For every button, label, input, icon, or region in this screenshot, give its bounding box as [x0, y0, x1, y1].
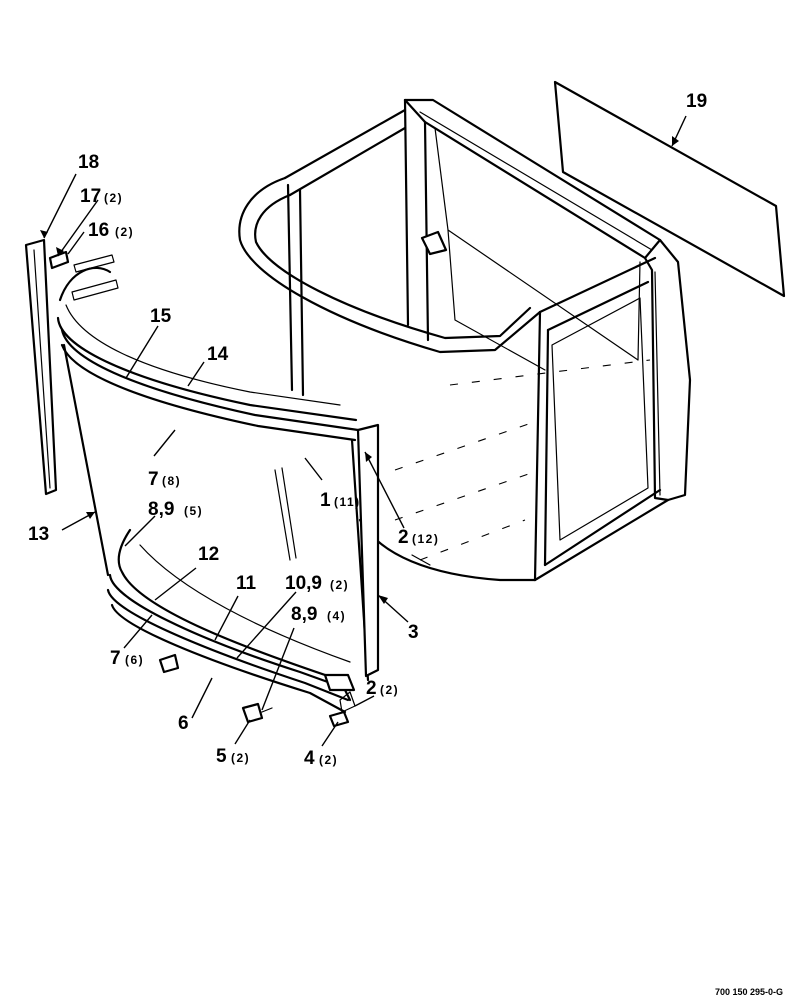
callout-11: 11	[236, 573, 257, 594]
callout-2-upper: 2(12)	[398, 527, 439, 548]
svg-text:8,9: 8,9	[291, 604, 317, 625]
part-3-vertical-trim	[356, 423, 380, 678]
callout-1: 1(11)	[320, 490, 361, 511]
part-4-5-latches	[241, 702, 350, 728]
svg-text:4: 4	[304, 748, 315, 769]
part-14-15-top-rail	[56, 266, 360, 442]
svg-text:(2): (2)	[319, 753, 338, 767]
svg-text:(2): (2)	[380, 683, 399, 697]
callout-8-9-upper: 8,9 (5)	[148, 499, 203, 520]
part-6-11-12-lower-rail	[106, 528, 356, 714]
svg-text:7: 7	[148, 469, 159, 490]
svg-text:5: 5	[216, 746, 227, 767]
svg-text:18: 18	[78, 152, 99, 173]
callout-19: 19	[686, 91, 707, 112]
part-16-17-clips	[48, 250, 119, 301]
svg-text:(2): (2)	[115, 225, 134, 239]
callout-3: 3	[408, 622, 419, 643]
callout-7-upper: 7(8)	[148, 469, 181, 490]
callout-10-9: 10,9 (2)	[285, 573, 349, 594]
callout-17: 17(2)	[80, 186, 123, 207]
svg-text:14: 14	[207, 344, 229, 365]
svg-text:15: 15	[150, 306, 172, 327]
svg-text:19: 19	[686, 91, 707, 112]
svg-text:(6): (6)	[125, 653, 144, 667]
svg-text:17: 17	[80, 186, 101, 207]
callout-7-lower: 7 (6)	[110, 648, 144, 669]
callout-14: 14	[207, 344, 229, 365]
callout-13: 13	[28, 524, 49, 545]
callout-2-lower: 2(2)	[366, 678, 399, 699]
svg-text:(11): (11)	[334, 495, 361, 509]
svg-text:13: 13	[28, 524, 49, 545]
part-18-trim-strip	[24, 238, 58, 496]
svg-text:(5): (5)	[184, 504, 203, 518]
part-13-windshield	[62, 343, 370, 682]
drawing-reference-code: 700 150 295-0-G	[715, 987, 783, 997]
callout-8-9-lower: 8,9 (4)	[291, 604, 346, 625]
svg-text:1: 1	[320, 490, 331, 511]
svg-text:11: 11	[236, 573, 257, 594]
svg-text:2: 2	[366, 678, 377, 699]
part-19-rear-glass	[553, 80, 786, 298]
callout-5: 5 (2)	[216, 746, 250, 767]
svg-text:(2): (2)	[330, 578, 349, 592]
callout-18: 18	[78, 152, 99, 173]
svg-text:8,9: 8,9	[148, 499, 174, 520]
svg-text:10,9: 10,9	[285, 573, 322, 594]
svg-text:7: 7	[110, 648, 121, 669]
callout-15: 15	[150, 306, 172, 327]
svg-text:3: 3	[408, 622, 419, 643]
svg-text:6: 6	[178, 713, 189, 734]
callout-12: 12	[198, 544, 219, 565]
leader-lines	[40, 115, 687, 747]
cab-frame	[238, 98, 692, 582]
callout-labels: 18 17(2) 16(2) 15 14 19 7(8) 1(11) 2(12)…	[28, 91, 707, 769]
svg-text:16: 16	[88, 220, 109, 241]
svg-text:(2): (2)	[104, 191, 123, 205]
svg-text:(12): (12)	[412, 532, 439, 546]
callout-4: 4 (2)	[304, 748, 338, 769]
svg-text:12: 12	[198, 544, 219, 565]
svg-text:(8): (8)	[162, 474, 181, 488]
callout-6: 6	[178, 713, 189, 734]
callout-16: 16 (2)	[88, 220, 134, 241]
svg-text:(4): (4)	[327, 609, 346, 623]
svg-text:2: 2	[398, 527, 409, 548]
svg-text:(2): (2)	[231, 751, 250, 765]
